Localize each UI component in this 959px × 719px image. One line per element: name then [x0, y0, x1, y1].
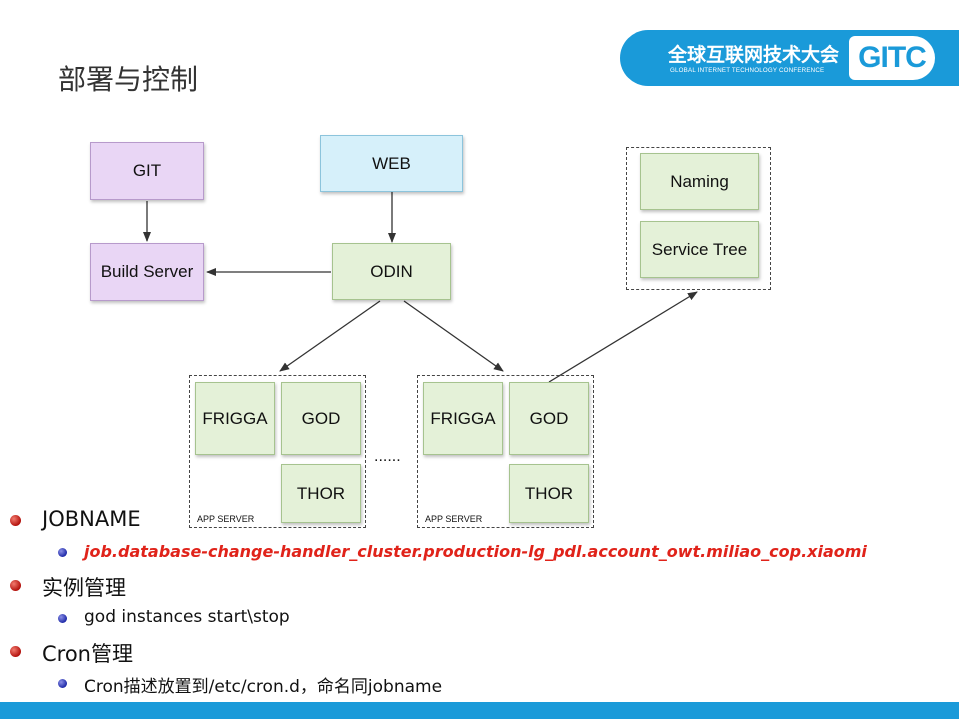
bullet-jobname: JOBNAME — [42, 507, 141, 531]
bullet-instance-management: 实例管理 — [42, 576, 126, 600]
instance-management-detail: god instances start\stop — [84, 607, 290, 627]
node-god-1: GOD — [281, 382, 361, 455]
logo-mark: GITC — [849, 36, 935, 80]
bullet-dot-1 — [10, 515, 21, 526]
bullet-dot-3 — [10, 646, 21, 657]
naming-group — [626, 147, 771, 290]
arrow-odin-to-appserver-1 — [279, 300, 381, 372]
slide-title: 部署与控制 — [58, 63, 199, 96]
app-server-group-1 — [189, 375, 366, 528]
logo-english-text: GLOBAL INTERNET TECHNOLOGY CONFERENCE — [670, 67, 825, 74]
ellipsis: ...... — [374, 448, 401, 465]
node-thor-2: THOR — [509, 464, 589, 523]
node-frigga-2: FRIGGA — [423, 382, 503, 455]
node-frigga-1: FRIGGA — [195, 382, 275, 455]
bullet-cron-management: Cron管理 — [42, 642, 133, 666]
arrow-god-to-naming — [548, 291, 698, 383]
app-server-group-2 — [417, 375, 594, 528]
cron-management-detail: Cron描述放置到/etc/cron.d，命名同jobname — [84, 677, 443, 697]
sub-bullet-dot-3 — [58, 679, 67, 688]
sub-bullet-dot-2 — [58, 614, 67, 623]
node-service-tree: Service Tree — [640, 221, 759, 278]
node-web: WEB — [320, 135, 463, 192]
bullet-dot-2 — [10, 580, 21, 591]
node-build-server: Build Server — [90, 243, 204, 301]
sub-bullet-dot-1 — [58, 548, 67, 557]
bottom-accent-bar — [0, 702, 959, 719]
app-server-label-1: APP SERVER — [197, 514, 255, 524]
node-thor-1: THOR — [281, 464, 361, 523]
app-server-label-2: APP SERVER — [425, 514, 483, 524]
node-naming: Naming — [640, 153, 759, 210]
node-git: GIT — [90, 142, 204, 200]
logo-chinese-text: 全球互联网技术大会 — [668, 44, 840, 66]
gitc-logo: 全球互联网技术大会 GLOBAL INTERNET TECHNOLOGY CON… — [620, 30, 959, 86]
node-odin: ODIN — [332, 243, 451, 300]
jobname-example: job.database-change-handler_cluster.prod… — [84, 542, 867, 561]
arrow-odin-to-appserver-2 — [403, 300, 504, 372]
node-god-2: GOD — [509, 382, 589, 455]
